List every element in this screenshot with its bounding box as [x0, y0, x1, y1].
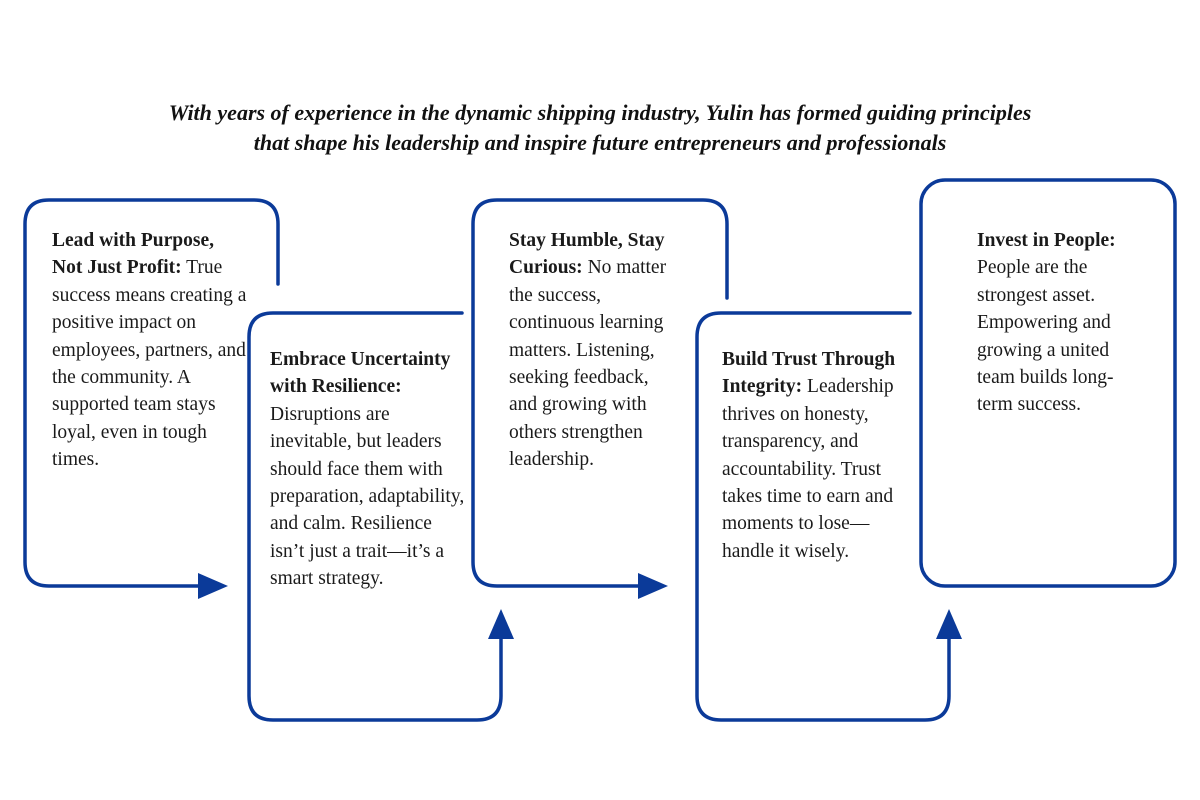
principle-card-3: Stay Humble, Stay Curious: No matter the…	[509, 227, 679, 474]
arrow-right-3	[638, 573, 668, 599]
principle-heading: Invest in People:	[977, 230, 1116, 251]
principle-body: People are the strongest asset. Empoweri…	[977, 257, 1114, 416]
box-4-outline	[695, 311, 951, 722]
principle-heading: Embrace Uncertainty with Resilience:	[270, 349, 451, 398]
principle-body: Leadership thrives on honesty, transpare…	[722, 376, 894, 562]
arrow-up-4	[936, 609, 962, 639]
principle-heading: Lead with Purpose, Not Just Profit:	[52, 230, 214, 279]
principle-body: True success means creating a positive i…	[52, 257, 247, 471]
arrow-right-1	[198, 573, 228, 599]
intro-text: With years of experience in the dynamic …	[60, 98, 1140, 158]
box-3-outline	[471, 198, 729, 588]
principle-card-4: Build Trust Through Integrity: Leadershi…	[722, 346, 908, 565]
principle-body: No matter the success, continuous learni…	[509, 257, 667, 471]
box-1-outline	[23, 198, 280, 588]
box-2-outline	[247, 311, 503, 722]
principle-heading: Stay Humble, Stay Curious:	[509, 230, 665, 279]
arrow-up-2	[488, 609, 514, 639]
principle-card-1: Lead with Purpose, Not Just Profit: True…	[52, 227, 247, 474]
principle-card-5: Invest in People: People are the stronge…	[977, 227, 1149, 419]
box-5-outline	[919, 178, 1177, 588]
principle-heading: Build Trust Through Integrity:	[722, 349, 896, 398]
intro-line-2: that shape his leadership and inspire fu…	[253, 130, 947, 155]
principle-card-2: Embrace Uncertainty with Resilience: Dis…	[270, 346, 468, 593]
intro-line-1: With years of experience in the dynamic …	[168, 100, 1032, 125]
principle-body: Disruptions are inevitable, but leaders …	[270, 403, 465, 590]
